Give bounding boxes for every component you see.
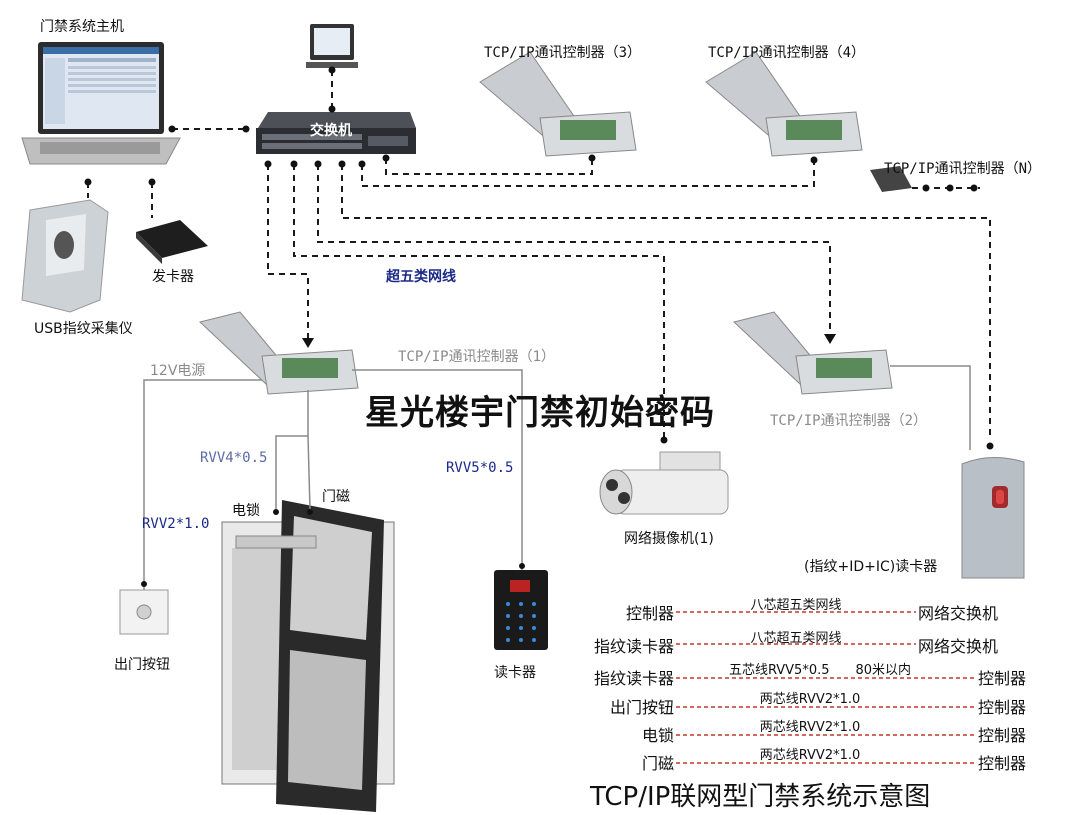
power-wires — [143, 365, 971, 590]
exit-button-label: 出门按钮 — [114, 657, 170, 673]
card-issuer-label: 发卡器 — [152, 269, 194, 285]
link-arrows — [302, 334, 836, 348]
combo-reader-icon — [961, 456, 1025, 579]
link-endpoints — [84, 66, 994, 450]
row-right: 控制器 — [978, 698, 1027, 717]
row-right: 控制器 — [978, 754, 1027, 773]
row-cable: 五芯线RVV5*0.5 80米以内 — [728, 663, 912, 678]
controller-n-icon — [870, 166, 912, 192]
row-right: 网络交换机 — [918, 637, 999, 656]
workstation-pc-icon — [306, 24, 358, 68]
lock-label: 电锁 — [232, 503, 260, 519]
network-switch-icon — [256, 112, 416, 154]
row-cable: 两芯线RVV2*1.0 — [759, 720, 861, 735]
diagram-caption: TCP/IP联网型门禁系统示意图 — [590, 782, 931, 812]
row-right: 控制器 — [978, 726, 1027, 745]
door-icon — [221, 500, 395, 812]
controller-3-label: TCP/IP通讯控制器（3） — [484, 45, 642, 61]
switch-label: 交换机 — [310, 123, 352, 139]
cat5-cable-label: 超五类网线 — [386, 269, 456, 285]
combo-reader-label: (指纹+ID+IC)读卡器 — [804, 559, 938, 575]
row-left: 指纹读卡器 — [593, 669, 674, 688]
camera-label: 网络摄像机(1) — [624, 531, 714, 547]
exit-button-device-icon — [119, 589, 169, 635]
controller-3-icon — [479, 51, 637, 157]
network-links — [87, 70, 991, 440]
rvv2-label: RVV2*1.0 — [142, 516, 210, 532]
controller-1-icon — [198, 311, 359, 395]
controller-n-label: TCP/IP通讯控制器（N） — [884, 161, 1042, 177]
card-issuer-icon — [136, 220, 208, 264]
wiring-table-dashes — [676, 611, 976, 764]
usb-fingerprint-label: USB指纹采集仪 — [34, 321, 133, 337]
overlay-title: 星光楼宇门禁初始密码 — [365, 393, 715, 433]
controller-2-icon — [732, 311, 893, 395]
power-label: 12V电源 — [150, 363, 206, 379]
host-label: 门禁系统主机 — [40, 19, 124, 35]
rvv4-label: RVV4*0.5 — [200, 450, 268, 466]
row-left: 电锁 — [641, 726, 674, 745]
host-laptop-icon — [21, 42, 181, 165]
controller-4-label: TCP/IP通讯控制器（4） — [708, 45, 866, 61]
network-camera-icon — [599, 451, 729, 515]
row-left: 指纹读卡器 — [593, 637, 674, 656]
magnet-label: 门磁 — [322, 489, 350, 505]
row-cable: 两芯线RVV2*1.0 — [759, 748, 861, 763]
rvv5-label: RVV5*0.5 — [446, 460, 514, 476]
row-right: 网络交换机 — [918, 604, 999, 623]
card-reader-icon — [494, 570, 548, 650]
row-left: 出门按钮 — [609, 698, 674, 717]
row-left: 门磁 — [641, 754, 674, 773]
usb-fingerprint-collector-icon — [21, 199, 109, 313]
reader-label: 读卡器 — [494, 665, 536, 681]
row-right: 控制器 — [978, 669, 1027, 688]
row-cable: 八芯超五类网线 — [750, 631, 842, 646]
controller-1-label: TCP/IP通讯控制器（1） — [398, 349, 556, 365]
controller-2-label: TCP/IP通讯控制器（2） — [770, 413, 928, 429]
row-cable: 两芯线RVV2*1.0 — [759, 692, 861, 707]
row-cable: 八芯超五类网线 — [750, 598, 842, 613]
wire-endpoints — [141, 509, 525, 587]
row-left: 控制器 — [625, 604, 674, 623]
controller-4-icon — [705, 51, 863, 157]
